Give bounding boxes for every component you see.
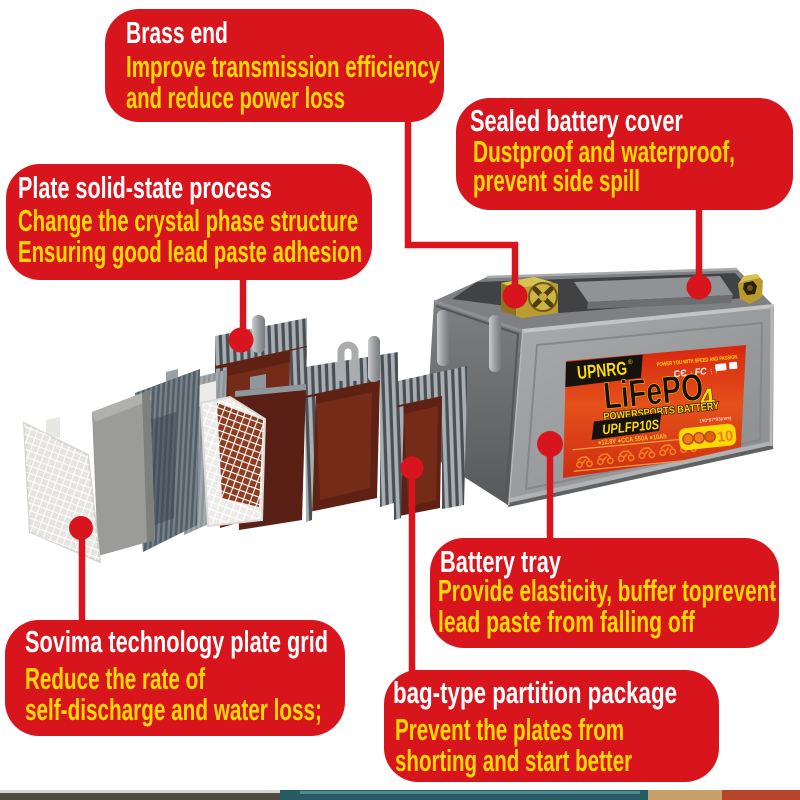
svg-text:LiFePO: LiFePO: [602, 367, 706, 418]
svg-text:10: 10: [716, 428, 734, 446]
svg-text:®: ®: [628, 358, 634, 366]
svg-text:150*87*93(mm): 150*87*93(mm): [699, 415, 732, 423]
svg-text:UPLFP10S: UPLFP10S: [602, 417, 661, 437]
svg-text:4: 4: [699, 382, 717, 413]
svg-text:⋮⋮: ⋮⋮: [688, 369, 699, 377]
svg-text:UPNRG: UPNRG: [576, 357, 628, 383]
svg-text:CЄ: CЄ: [673, 368, 687, 380]
svg-text:⋮⋮: ⋮⋮: [708, 367, 719, 375]
svg-text:FC: FC: [694, 366, 707, 378]
